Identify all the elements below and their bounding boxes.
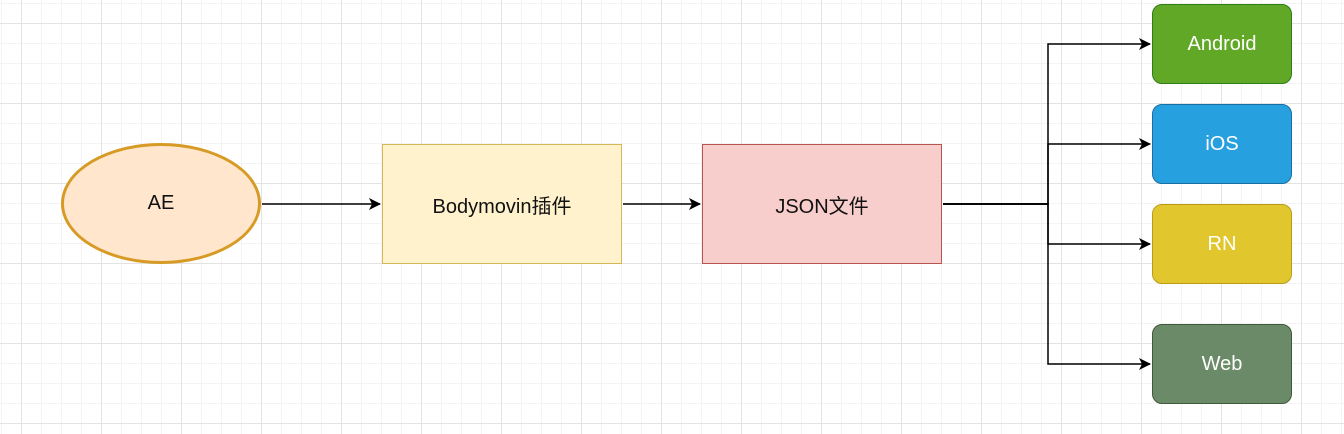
node-ae-label: AE [147,192,175,214]
node-android[interactable]: Android [1152,4,1292,84]
node-ae[interactable]: AE [61,143,261,264]
node-android-label: Android [1187,32,1257,55]
node-bodymovin-plugin-label: Bodymovin插件 [432,195,572,218]
node-web[interactable]: Web [1152,324,1292,404]
edge-json-to-web [943,203,1151,370]
node-ios-label: iOS [1205,132,1239,155]
node-rn[interactable]: RN [1152,204,1292,284]
node-web-label: Web [1201,352,1243,375]
node-rn-label: RN [1207,232,1237,255]
node-bodymovin-plugin[interactable]: Bodymovin插件 [382,144,622,264]
node-json-file[interactable]: JSON文件 [702,144,942,264]
node-json-file-label: JSON文件 [775,195,869,218]
edge-json-to-android [943,38,1151,205]
node-ios[interactable]: iOS [1152,104,1292,184]
edge-json-to-rn [943,203,1151,250]
edge-json-to-ios [943,138,1151,205]
